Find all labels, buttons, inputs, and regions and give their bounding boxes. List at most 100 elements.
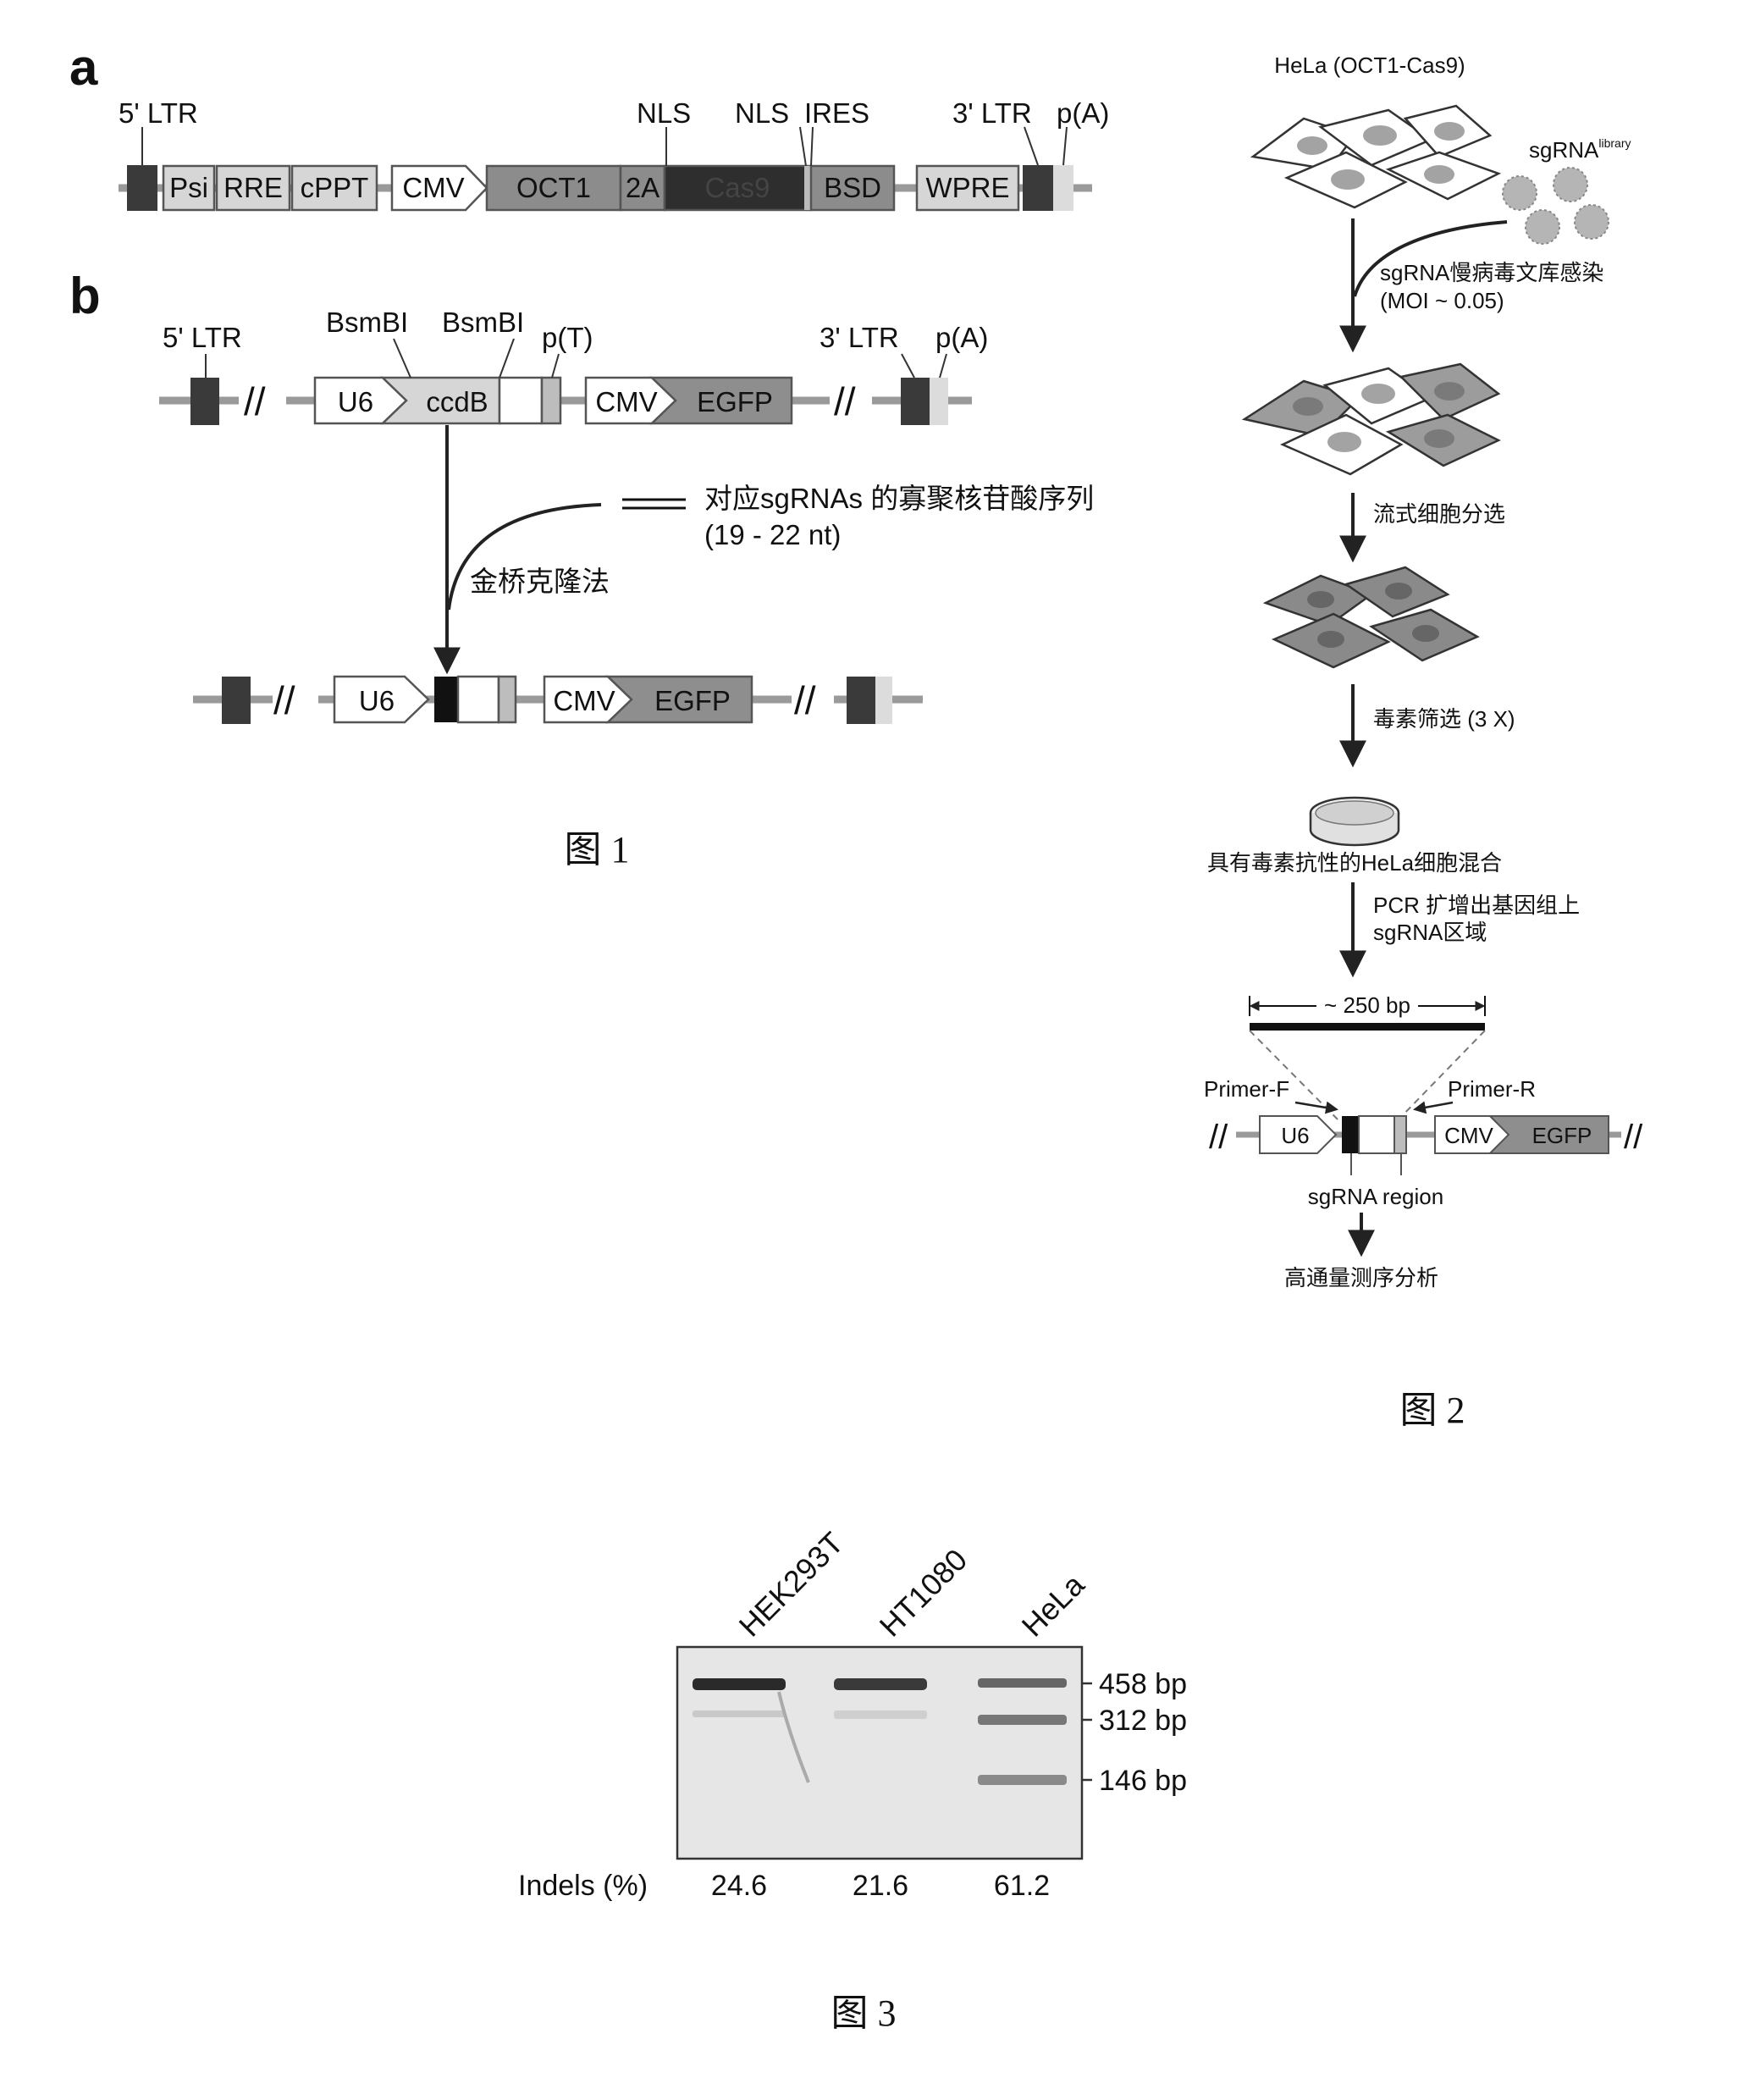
figure3-caption: 图 3 bbox=[831, 1992, 897, 2034]
u6-arrow-fig2 bbox=[1259, 1115, 1338, 1154]
step3-label: 毒素筛选 (3 X) bbox=[1373, 706, 1515, 732]
marker-146: 146 bp bbox=[1099, 1765, 1187, 1797]
panel-a-label: a bbox=[69, 39, 98, 96]
cas9-box bbox=[663, 164, 812, 212]
virus-library-icon bbox=[1502, 167, 1609, 245]
egfp-label-fig2: EGFP bbox=[1532, 1123, 1592, 1148]
cell-cluster-3 bbox=[1262, 566, 1480, 669]
egfp-box-fig2 bbox=[1487, 1115, 1609, 1154]
egfp-label-after: EGFP bbox=[654, 685, 731, 716]
lane-label-hek293t: HEK293T bbox=[732, 1525, 850, 1643]
break-mark-6: // bbox=[1624, 1119, 1643, 1156]
pa-label-a: p(A) bbox=[1057, 97, 1109, 129]
psi-label: Psi bbox=[169, 172, 208, 203]
cppt-label: cPPT bbox=[301, 172, 369, 203]
pool-label: 具有毒素抗性的HeLa细胞混合 bbox=[1207, 850, 1502, 876]
step4-line1: PCR 扩增出基因组上 bbox=[1373, 892, 1580, 918]
egfp-box-after bbox=[604, 675, 753, 724]
band-hela-458 bbox=[978, 1678, 1067, 1688]
bsmbi2-label: BsmBI bbox=[442, 307, 524, 338]
step2-label: 流式细胞分选 bbox=[1373, 501, 1505, 527]
scaffold-box-after bbox=[456, 675, 500, 724]
figure1-panel-a: a 5' LTR Psi RRE cPPT CMV OCT1 2A Cas9 B… bbox=[69, 39, 1109, 212]
cell-cluster-2 bbox=[1241, 362, 1501, 476]
lane-label-ht1080: HT1080 bbox=[873, 1542, 974, 1644]
primer-r-label: Primer-R bbox=[1448, 1076, 1536, 1102]
polya-block-b bbox=[930, 378, 948, 425]
sgrna-block-fig2 bbox=[1342, 1116, 1359, 1153]
ltr5-label-b: 5' LTR bbox=[163, 322, 242, 353]
oct1-box bbox=[485, 164, 622, 212]
rre-label: RRE bbox=[224, 172, 283, 203]
amplicon-label: ~ 250 bp bbox=[1324, 992, 1410, 1018]
primer-f-arrow bbox=[1294, 1101, 1338, 1114]
step1-label: sgRNA慢病毒文库感染 bbox=[1380, 260, 1603, 285]
wpre-label: WPRE bbox=[926, 172, 1010, 203]
u6-label: U6 bbox=[338, 386, 373, 417]
pt-block bbox=[540, 376, 562, 425]
ltr3-label-b: 3' LTR bbox=[820, 322, 899, 353]
cmv-label-b: CMV bbox=[595, 386, 657, 417]
pt-block-after bbox=[497, 675, 517, 724]
ccdb-label: ccdB bbox=[426, 386, 488, 417]
scaffold-box bbox=[498, 376, 544, 425]
band-ht1080-312-faint bbox=[834, 1710, 927, 1719]
u6-label-after: U6 bbox=[359, 685, 395, 716]
bsmbi1-label: BsmBI bbox=[326, 307, 408, 338]
ires-label: IRES bbox=[804, 97, 869, 129]
marker-458: 458 bp bbox=[1099, 1668, 1187, 1700]
indels-hela: 61.2 bbox=[994, 1870, 1050, 1902]
indels-label: Indels (%) bbox=[518, 1870, 648, 1902]
indels-hek293t: 24.6 bbox=[711, 1870, 767, 1902]
t2a-label: 2A bbox=[626, 172, 660, 203]
egfp-label-b: EGFP bbox=[697, 386, 773, 417]
scaffold-box-fig2 bbox=[1358, 1115, 1395, 1154]
panel-b-label: b bbox=[69, 268, 101, 324]
pt-label: p(T) bbox=[542, 322, 593, 353]
cmv-label-a: CMV bbox=[402, 172, 464, 203]
lane-label-hela: HeLa bbox=[1015, 1567, 1092, 1644]
cmv-label-fig2: CMV bbox=[1444, 1123, 1493, 1148]
gel-smear-artifact bbox=[777, 1691, 810, 1783]
break-mark-5: // bbox=[1209, 1119, 1228, 1156]
break-mark-2: // bbox=[834, 379, 856, 423]
sgrna-insert-block bbox=[434, 677, 458, 722]
egfp-box-b bbox=[648, 376, 793, 425]
psi-box bbox=[162, 164, 216, 212]
u6-label-fig2: U6 bbox=[1281, 1123, 1309, 1148]
break-mark-1: // bbox=[244, 379, 266, 423]
cmv-promoter-arrow-a bbox=[390, 164, 488, 212]
indels-ht1080: 21.6 bbox=[853, 1870, 908, 1902]
ltr3-block-a bbox=[1023, 165, 1053, 211]
band-hela-312 bbox=[978, 1715, 1067, 1725]
ccdb-box bbox=[379, 376, 501, 425]
ltr5-block-c bbox=[222, 677, 251, 724]
figure2-workflow: HeLa (OCT1-Cas9) sgRNAlibrary sgRNA慢病毒文库… bbox=[1204, 52, 1643, 1290]
oct1-label: OCT1 bbox=[516, 172, 591, 203]
amplicon-bar bbox=[1250, 1023, 1485, 1031]
break-mark-4: // bbox=[794, 678, 816, 722]
break-mark-3: // bbox=[273, 678, 295, 722]
pa-label-b: p(A) bbox=[935, 322, 988, 353]
primer-r-arrow bbox=[1413, 1101, 1454, 1114]
nls2-label: NLS bbox=[735, 97, 789, 129]
cmv-label-after: CMV bbox=[553, 685, 615, 716]
band-ht1080-458 bbox=[834, 1678, 927, 1690]
ltr3-block-b bbox=[901, 378, 930, 425]
ltr5-block-b bbox=[190, 378, 219, 425]
ltr3-block-c bbox=[847, 677, 875, 724]
cppt-box bbox=[290, 164, 378, 212]
final-step-label: 高通量测序分析 bbox=[1284, 1265, 1438, 1290]
band-hek293t-458 bbox=[693, 1678, 786, 1690]
ltr3-label-a: 3' LTR bbox=[952, 97, 1032, 129]
bsd-box bbox=[809, 164, 896, 212]
oligo-label: 对应sgRNAs 的寡聚核苷酸序列 bbox=[704, 483, 1094, 514]
figure1-panel-b: b 5' LTR // U6 ccdB BsmBI BsmBI p(T) CMV… bbox=[69, 268, 1094, 724]
wpre-box bbox=[915, 164, 1020, 212]
figure3-gel: HEK293T HT1080 HeLa 458 bp 312 bp 146 bp… bbox=[518, 1525, 1187, 1902]
polya-block-c bbox=[875, 677, 892, 724]
nls2-stripe bbox=[804, 166, 811, 210]
polya-block-a bbox=[1053, 165, 1073, 211]
sgrna-region-label: sgRNA region bbox=[1308, 1184, 1443, 1209]
ltr5-block-a bbox=[127, 165, 157, 211]
